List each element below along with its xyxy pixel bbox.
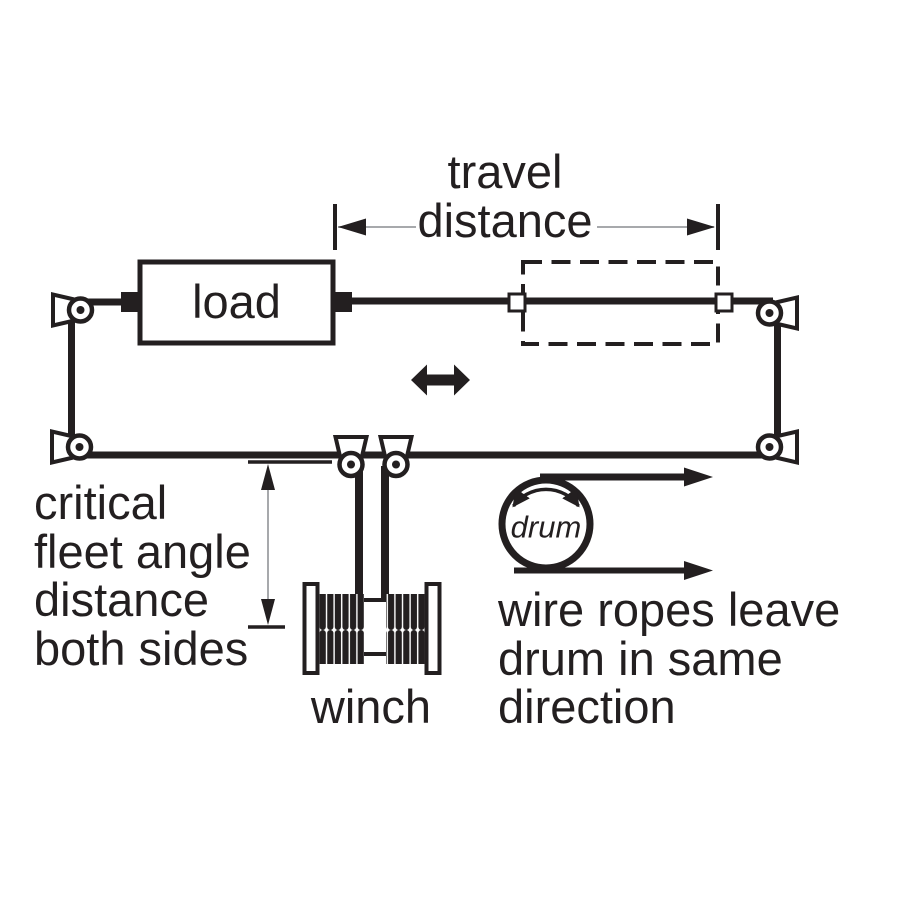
load-connector-right bbox=[333, 292, 352, 312]
travel-distance-dimension bbox=[333, 204, 720, 250]
load-box bbox=[137, 259, 336, 346]
pulley-fleet-right bbox=[381, 437, 412, 476]
drum-rotation-arrow bbox=[512, 487, 580, 508]
pulley-top-right bbox=[758, 298, 797, 329]
pulley-bottom-left bbox=[52, 432, 91, 463]
rope-arrowhead-bottom bbox=[684, 561, 713, 580]
travel-distance-label: travel distance bbox=[417, 145, 593, 247]
phantom-connector-left bbox=[507, 292, 527, 313]
pulley-top-left bbox=[53, 295, 92, 326]
travel-direction-arrow bbox=[411, 364, 470, 396]
drum-label: drum bbox=[510, 509, 582, 545]
fleet-arrowhead-up bbox=[261, 464, 275, 490]
winch-flange-right bbox=[424, 582, 442, 675]
load-connector-left bbox=[121, 292, 140, 312]
load-label: load bbox=[192, 275, 281, 329]
dimension-arrowhead-right bbox=[687, 218, 715, 236]
winch-coils-right bbox=[386, 594, 427, 664]
fleet-arrowhead-down bbox=[261, 599, 275, 625]
winch-assembly bbox=[302, 582, 442, 675]
fleet-angle-dimension bbox=[248, 460, 332, 629]
wire-ropes bbox=[68, 297, 781, 602]
winch-label: winch bbox=[310, 680, 432, 733]
pulley-bottom-right bbox=[758, 432, 797, 463]
dimension-arrowhead-left bbox=[338, 218, 366, 236]
pulley-fleet-left bbox=[336, 437, 367, 476]
drum-detail bbox=[498, 467, 713, 580]
winch-coils-left bbox=[318, 594, 364, 664]
winch-flange-left bbox=[302, 582, 320, 675]
rope-arrowhead-top bbox=[684, 467, 713, 487]
critical-fleet-angle-label: critical fleet angle distance both sides bbox=[34, 476, 251, 675]
phantom-connector-right bbox=[714, 292, 734, 313]
wire-ropes-label: wire ropes leave drum in same direction bbox=[498, 583, 841, 733]
